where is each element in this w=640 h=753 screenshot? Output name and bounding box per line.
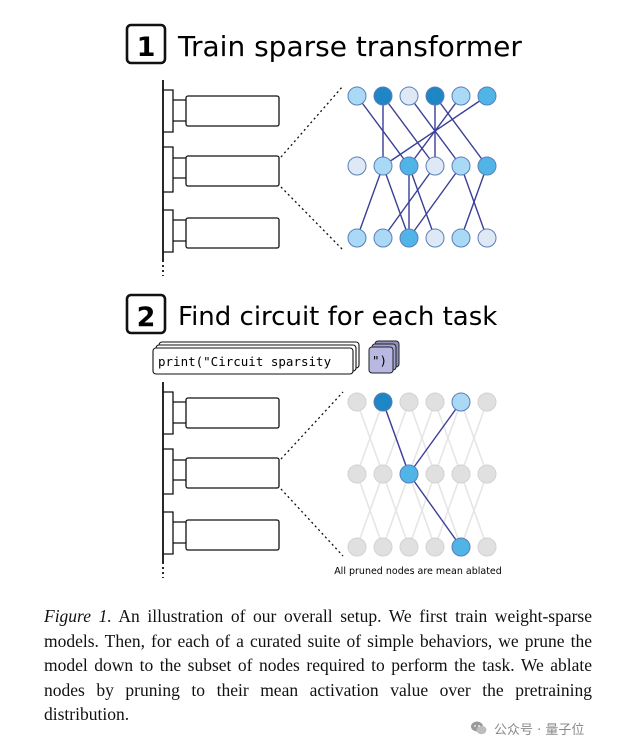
network1-node-top-4 — [425, 86, 445, 106]
block-1b — [185, 155, 280, 187]
caption-text: An illustration of our overall setup. We… — [44, 606, 592, 724]
network2-node-bottom-1 — [347, 537, 367, 557]
code-snippet: print("Circuit sparsity ") — [152, 340, 400, 375]
network2-node-middle-1 — [347, 464, 367, 484]
network2-faded-edge — [356, 473, 384, 548]
network2-faded-edge — [408, 473, 436, 548]
step2-number-box — [125, 293, 167, 335]
network1-node-middle-4 — [425, 156, 445, 176]
network2-node-top-4 — [425, 392, 445, 412]
network1-node-bottom-2 — [373, 228, 393, 248]
block-1c — [185, 217, 280, 249]
network2-node-bottom-5 — [451, 537, 471, 557]
network1-node-top-3 — [399, 86, 419, 106]
network1-node-middle-2 — [373, 156, 393, 176]
network1-node-middle-6 — [477, 156, 497, 176]
network1-node-bottom-6 — [477, 228, 497, 248]
network2-node-top-5 — [451, 392, 471, 412]
network2-faded-edge — [356, 401, 384, 475]
network2-edge — [408, 401, 462, 475]
code-snippet-suffix: ") — [372, 353, 387, 368]
network1-nodes — [347, 86, 497, 248]
network1-node-bottom-3 — [399, 228, 419, 248]
network2-faded-edge — [460, 473, 488, 548]
network2-node-middle-5 — [451, 464, 471, 484]
network2-edges — [356, 401, 488, 548]
network1-edge — [408, 165, 462, 239]
watermark-text: 公众号 · 量子位 — [494, 722, 585, 738]
network2-node-bottom-2 — [373, 537, 393, 557]
network2-edge — [382, 401, 410, 475]
network1-node-top-5 — [451, 86, 471, 106]
network2-edge — [408, 473, 462, 548]
code-snippet-text: print("Circuit sparsity — [158, 354, 332, 369]
network1-node-middle-3 — [399, 156, 419, 176]
block-2c — [185, 519, 280, 551]
network2-faded-edge — [434, 401, 462, 475]
network1-node-bottom-1 — [347, 228, 367, 248]
transformer-schematic-2 — [162, 382, 280, 578]
figure-diagram: 1 Train sparse transformer 2 Find circui… — [125, 23, 522, 578]
network1-node-bottom-4 — [425, 228, 445, 248]
step2-number: 2 — [137, 302, 156, 333]
wechat-icon — [471, 721, 487, 735]
network2-node-bottom-4 — [425, 537, 445, 557]
step1-number-box — [125, 23, 167, 65]
network2-node-top-1 — [347, 392, 367, 412]
step2-title: Find circuit for each task — [178, 302, 497, 332]
watermark: 公众号 · 量子位 — [470, 716, 630, 740]
network1-edge — [460, 165, 488, 239]
network1-edge — [434, 95, 488, 167]
step1-number: 1 — [137, 32, 156, 63]
block-1a — [185, 95, 280, 127]
network2-faded-edge — [460, 401, 488, 475]
figure-caption: Figure 1. An illustration of our overall… — [44, 604, 592, 727]
network2-node-middle-3 — [399, 464, 419, 484]
network1-edge — [382, 165, 410, 239]
network1-edge — [382, 95, 436, 167]
network1-node-top-6 — [477, 86, 497, 106]
caption-label: Figure 1. — [44, 606, 112, 626]
network1-edge — [408, 165, 436, 239]
network2-node-top-2 — [373, 392, 393, 412]
network1-node-bottom-5 — [451, 228, 471, 248]
network2-node-top-6 — [477, 392, 497, 412]
zoom-lines-1 — [280, 85, 344, 251]
network2-faded-edge — [434, 473, 462, 548]
network2-node-middle-6 — [477, 464, 497, 484]
network1-node-top-1 — [347, 86, 367, 106]
network2-nodes — [347, 392, 497, 557]
block-2b — [185, 457, 280, 489]
transformer-schematic-1 — [162, 80, 280, 276]
network1-node-middle-1 — [347, 156, 367, 176]
network2-faded-edge — [382, 473, 410, 548]
ablation-note: All pruned nodes are mean ablated — [334, 566, 502, 577]
step1-title: Train sparse transformer — [177, 30, 522, 63]
network2-node-bottom-3 — [399, 537, 419, 557]
network1-node-middle-5 — [451, 156, 471, 176]
network2-node-middle-4 — [425, 464, 445, 484]
network2-faded-edge — [408, 401, 436, 475]
network2-node-bottom-6 — [477, 537, 497, 557]
network2-node-middle-2 — [373, 464, 393, 484]
network1-node-top-2 — [373, 86, 393, 106]
network2-node-top-3 — [399, 392, 419, 412]
network1-edges — [356, 95, 488, 239]
zoom-lines-2 — [280, 391, 344, 557]
network1-edge — [356, 165, 384, 239]
network1-edge — [382, 165, 436, 239]
block-2a — [185, 397, 280, 429]
